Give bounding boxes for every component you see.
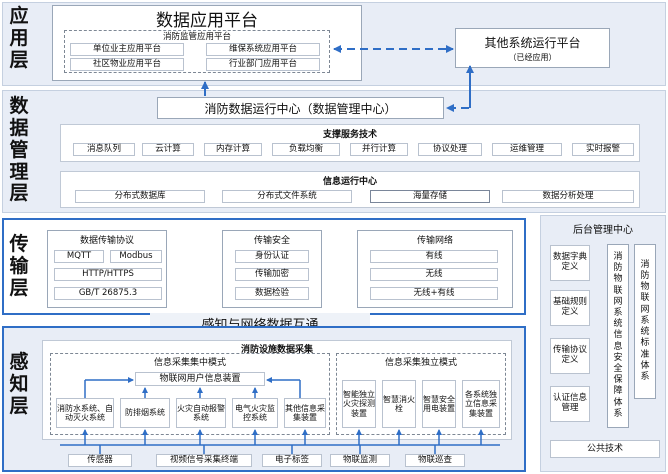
- backend-public-tech: 公共技术: [550, 440, 660, 458]
- info-center-distributed-fs: 分布式文件系统: [222, 190, 352, 203]
- central-collection-title: 信息采集集中模式: [153, 358, 226, 368]
- fire-data-center-title: 消防数据运行中心（数据管理中心）: [204, 101, 397, 116]
- transmission-layer-title: 传输层: [9, 233, 29, 299]
- backend-standard-system: 消防物联网系统标准体系: [634, 244, 656, 399]
- data-application-platform-title: 数据应用平台: [156, 11, 258, 31]
- central-other-collection: 其他信息采集装置: [284, 398, 326, 428]
- backend-data-dictionary: 数据字典定义: [550, 245, 590, 281]
- independent-smart-hydrant: 智慧消火栓: [382, 380, 416, 428]
- network-hybrid: 无线+有线: [370, 287, 498, 300]
- maintenance-platform-item: 维保系统应用平台: [206, 43, 320, 56]
- protocol-http: HTTP/HTTPS: [54, 268, 162, 281]
- independent-collection-title: 信息采集独立模式: [384, 358, 457, 368]
- perception-layer-title: 感知层: [9, 351, 29, 417]
- support-tech-parallel-computing: 并行计算: [350, 143, 408, 156]
- facility-collection-title: 消防设施数据采集: [240, 345, 313, 355]
- support-tech-cloud-computing: 云计算: [142, 143, 194, 156]
- transmission-protocol-title: 数据传输协议: [79, 236, 134, 246]
- other-system-platform: [455, 28, 610, 68]
- central-electrical-fire: 电气火灾监控系统: [232, 398, 278, 428]
- central-water-system: 消防水系统、自动灭火系统: [56, 398, 114, 428]
- fire-data-center: [157, 97, 444, 119]
- protocol-gbt: GB/T 26875.3: [54, 287, 162, 300]
- backend-center-title: 后台管理中心: [573, 225, 633, 236]
- network-wireless: 无线: [370, 268, 498, 281]
- other-system-platform-title: 其他系统运行平台: [484, 36, 581, 50]
- bottom-video-terminal: 视频信号采集终端: [156, 454, 252, 467]
- security-encryption: 传输加密: [235, 268, 309, 281]
- industry-platform-item: 行业部门应用平台: [206, 58, 320, 71]
- info-center-title: 信息运行中心: [322, 177, 377, 187]
- support-tech-memory-computing: 内存计算: [204, 143, 262, 156]
- backend-protocol-definition: 传输协议定义: [550, 338, 590, 374]
- support-tech-protocol-processing: 协议处理: [418, 143, 482, 156]
- independent-smart-detector: 智能独立火灾探测装置: [342, 380, 376, 428]
- fire-monitoring-platform-title: 消防监管应用平台: [162, 32, 231, 42]
- info-center-data-analysis: 数据分析处理: [502, 190, 634, 203]
- data-management-layer-title: 数据管理层: [9, 95, 29, 205]
- community-platform-item: 社区物业应用平台: [70, 58, 184, 71]
- bottom-iot-monitoring: 物联监测: [330, 454, 390, 467]
- independent-smart-electric: 智慧安全用电装置: [422, 380, 456, 428]
- backend-auth-management: 认证信息管理: [550, 386, 590, 422]
- support-tech-message-queue: 消息队列: [73, 143, 135, 156]
- central-fire-alarm: 火灾自动报警系统: [176, 398, 226, 428]
- bottom-sensor: 传感器: [68, 454, 132, 467]
- security-data-check: 数据检验: [235, 287, 309, 300]
- bottom-electronic-tag: 电子标签: [262, 454, 322, 467]
- bottom-iot-inspection: 物联巡查: [405, 454, 465, 467]
- backend-basic-rules: 基础规则定义: [550, 290, 590, 326]
- info-center-mass-storage: 海量存储: [370, 190, 490, 203]
- protocol-mqtt: MQTT: [54, 250, 104, 263]
- transmission-network-title: 传输网络: [416, 236, 453, 246]
- central-smoke-exhaust: 防排烟系统: [120, 398, 170, 428]
- info-center-distributed-db: 分布式数据库: [75, 190, 205, 203]
- independent-system-collector: 各系统独立信息采集装置: [462, 380, 500, 428]
- transmission-security-title: 传输安全: [253, 236, 290, 246]
- iot-user-info-device: 物联网用户信息装置: [135, 372, 265, 386]
- security-identity-auth: 身份认证: [235, 250, 309, 263]
- support-tech-title: 支撑服务技术: [322, 130, 377, 140]
- other-system-platform-note: （已经应用）: [508, 53, 557, 62]
- support-tech-operations: 运维管理: [492, 143, 562, 156]
- support-tech-realtime-alarm: 实时报警: [572, 143, 634, 156]
- support-tech-load-balancing: 负载均衡: [272, 143, 340, 156]
- owner-platform-item: 单位业主应用平台: [70, 43, 184, 56]
- application-layer-title: 应用层: [9, 5, 29, 71]
- network-wired: 有线: [370, 250, 498, 263]
- backend-security-system: 消防物联网系统信息安全保障体系: [607, 244, 629, 428]
- protocol-modbus: Modbus: [110, 250, 162, 263]
